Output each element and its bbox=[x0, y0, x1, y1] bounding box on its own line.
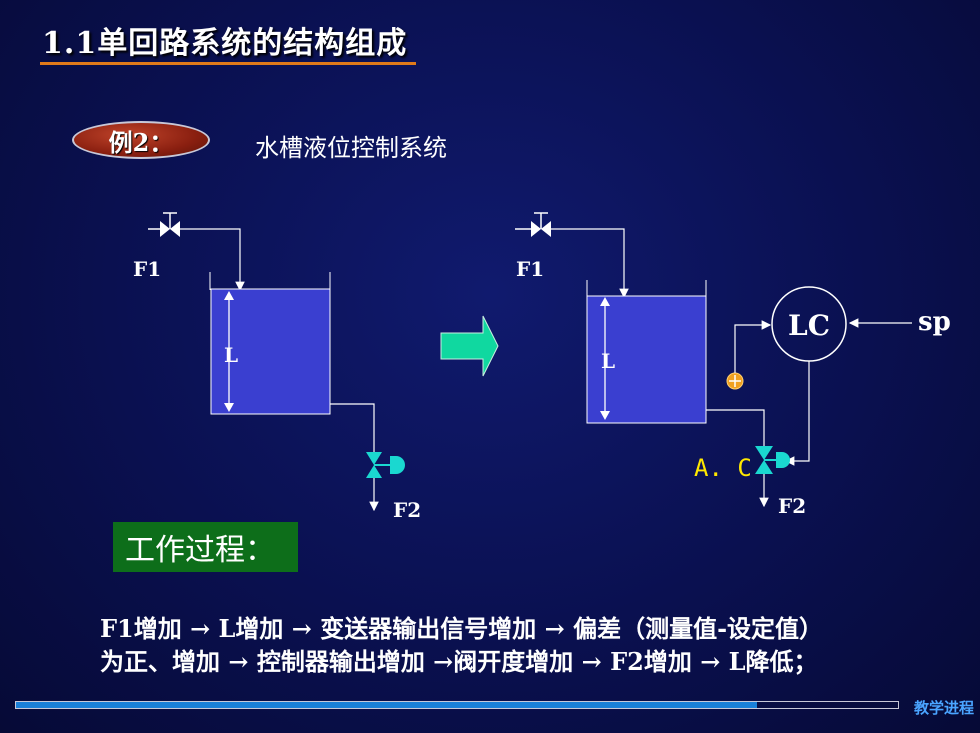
teaching-progress-fill bbox=[16, 702, 757, 708]
right-inflow-pipe bbox=[551, 228, 629, 299]
left-level-marker bbox=[224, 291, 234, 412]
right-tank-system: F1 L LC sp A. C F2 bbox=[515, 212, 951, 518]
right-inlet-valve-icon bbox=[515, 212, 551, 237]
left-outflow-label: F2 bbox=[393, 498, 421, 522]
left-tank-system: F1 L F2 bbox=[133, 212, 421, 522]
left-tank bbox=[210, 288, 331, 415]
teaching-progress-label[interactable]: 教学进程 bbox=[914, 699, 975, 717]
right-level-marker bbox=[600, 297, 610, 420]
actuator-label: A. C bbox=[694, 454, 752, 482]
level-controller-label: LC bbox=[788, 309, 830, 342]
process-line-2: 为正、增加 → 控制器输出增加 →阀开度增加 → F2增加 → L降低； bbox=[100, 647, 818, 676]
teaching-progress-bar[interactable] bbox=[15, 701, 899, 709]
setpoint-label: sp bbox=[918, 307, 951, 337]
page-title: 1.1单回路系统的结构组成 bbox=[42, 26, 408, 61]
left-inflow-label: F1 bbox=[133, 257, 161, 281]
right-inflow-label: F1 bbox=[516, 257, 544, 281]
left-inlet-valve-icon bbox=[148, 212, 180, 237]
level-transmitter-icon bbox=[726, 372, 744, 390]
process-heading: 工作过程： bbox=[113, 522, 298, 572]
right-level-label: L bbox=[601, 349, 615, 373]
right-outflow-label: F2 bbox=[778, 494, 806, 518]
right-tank bbox=[586, 295, 707, 424]
example-badge: 例2： bbox=[72, 121, 210, 159]
process-description: F1增加 → L增加 → 变送器输出信号增加 → 偏差（测量值-设定值） 为正、… bbox=[100, 612, 960, 678]
left-level-label: L bbox=[224, 343, 238, 367]
left-outflow-pipe bbox=[330, 403, 375, 452]
left-outlet-valve-icon bbox=[366, 452, 405, 478]
control-diagram: F1 L F2 F1 bbox=[133, 212, 951, 522]
controller-output-line bbox=[784, 361, 810, 466]
right-outflow-pipe bbox=[706, 409, 765, 446]
transmitter-signal-line bbox=[734, 320, 772, 373]
process-line-1: F1增加 → L增加 → 变送器输出信号增加 → 偏差（测量值-设定值） bbox=[100, 614, 824, 643]
diagram-subtitle: 水槽液位控制系统 bbox=[255, 134, 447, 162]
transition-arrow-icon bbox=[440, 315, 499, 377]
left-inflow-pipe bbox=[180, 228, 245, 292]
control-valve-icon bbox=[755, 446, 790, 474]
title-underline bbox=[40, 62, 416, 65]
